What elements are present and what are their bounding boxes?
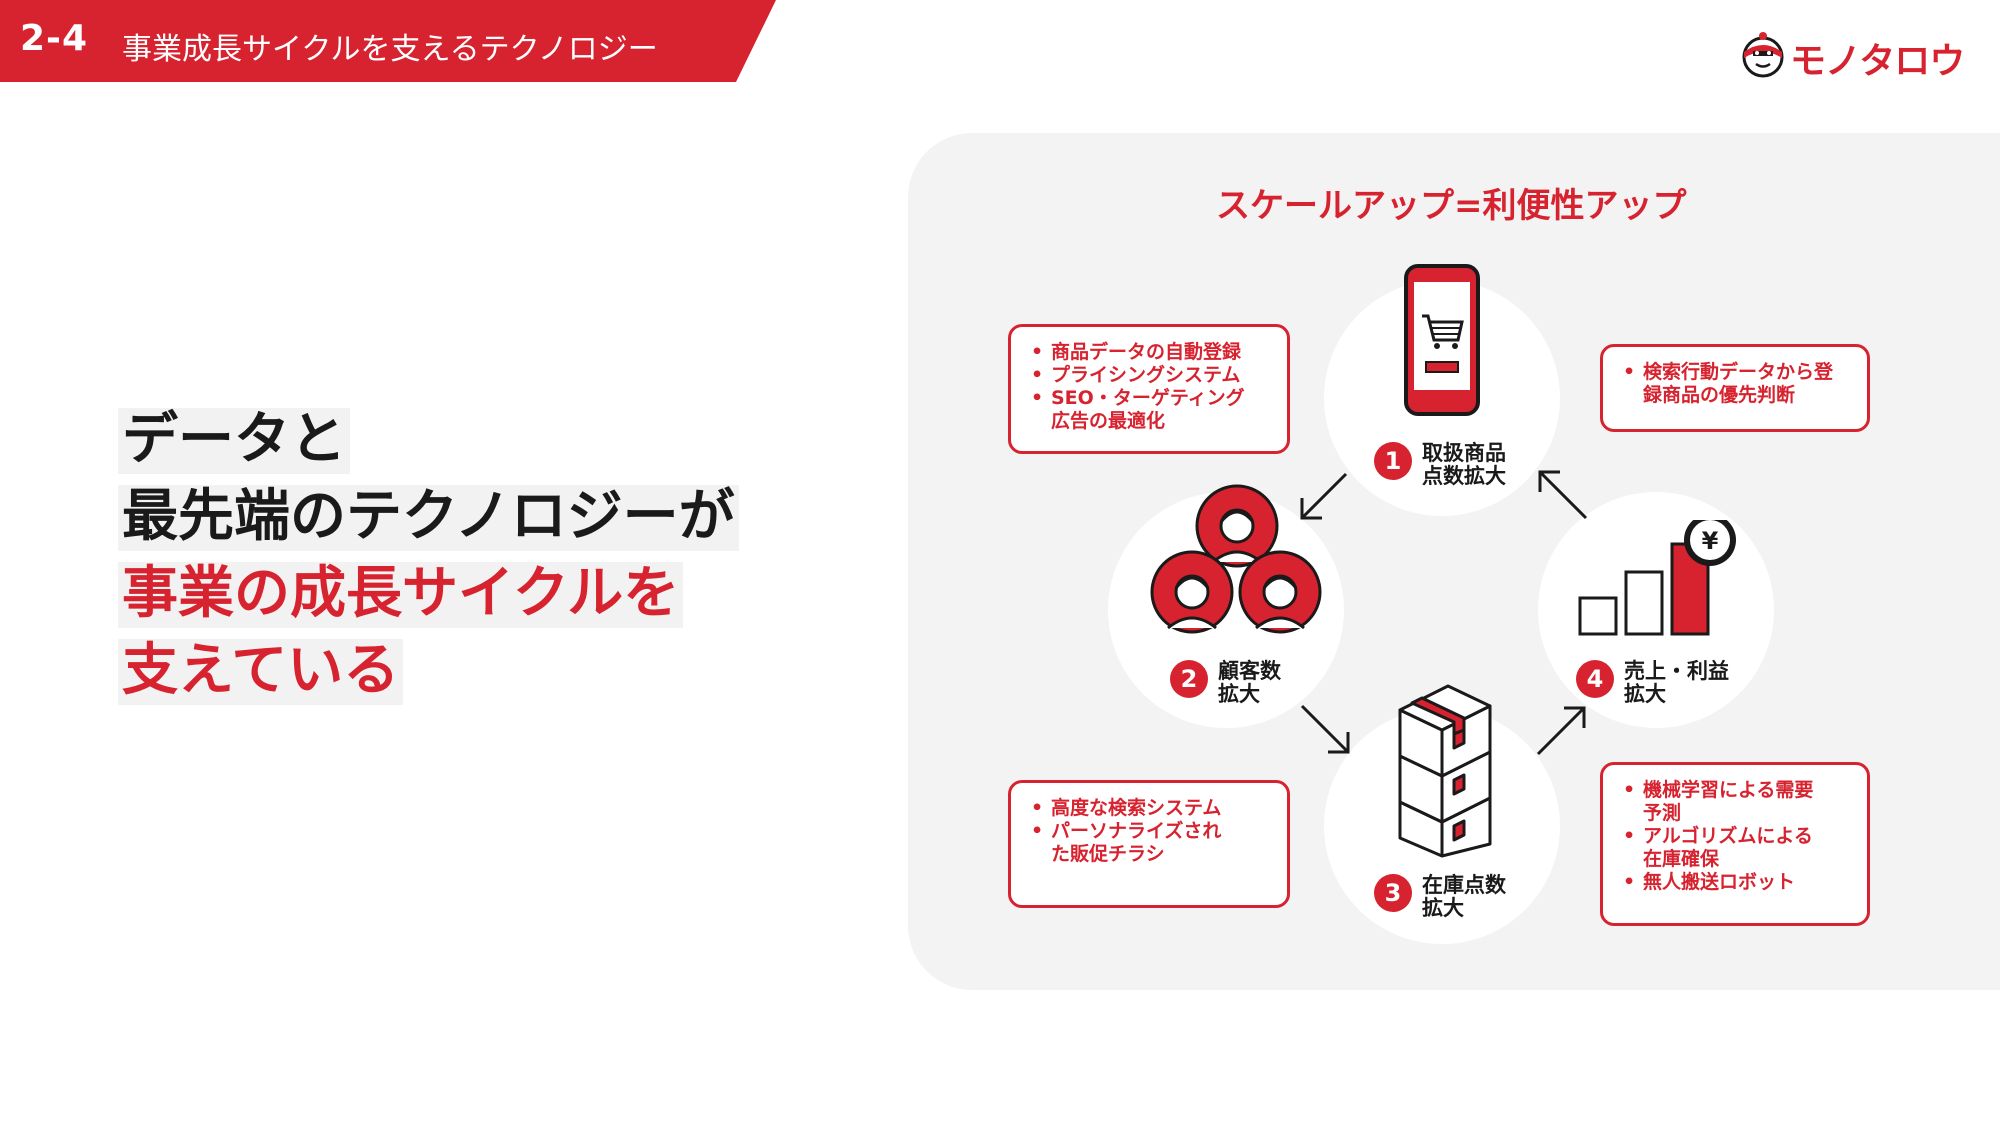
callout-box-product-tech: 商品データの自動登録 プライシングシステム SEO・ターゲティング 広告の最適化 — [1008, 324, 1290, 454]
callout-box-search-data: 検索行動データから登 録商品の優先判断 — [1600, 344, 1870, 432]
arrow-1-to-2 — [1300, 472, 1348, 520]
step-number-3: 3 — [1374, 874, 1412, 912]
callout-item: 商品データの自動登録 — [1029, 341, 1271, 364]
headline-line-3: 事業の成長サイクルを — [118, 562, 684, 628]
section-title: 事業成長サイクルを支えるテクノロジー — [122, 32, 658, 67]
callout-item: 検索行動データから登 録商品の優先判断 — [1621, 361, 1851, 407]
headline-line-2: 最先端のテクノロジーが — [118, 485, 739, 551]
callout-list: 高度な検索システム パーソナライズされ た販促チラシ — [1029, 797, 1271, 866]
step-number-1: 1 — [1374, 442, 1412, 480]
callout-list: 機械学習による需要 予測 アルゴリズムによる 在庫確保 無人搬送ロボット — [1621, 779, 1851, 894]
company-logo: モノタロウ — [1740, 28, 1965, 82]
logo-wordmark: モノタロウ — [1790, 41, 1965, 82]
callout-box-customer-tech: 高度な検索システム パーソナライズされ た販促チラシ — [1008, 780, 1290, 908]
headline-line-4: 支えている — [118, 639, 404, 705]
cycle-node-inventory: 3 在庫点数 拡大 — [1324, 684, 1560, 944]
headline: データと 最先端のテクノロジーが 事業の成長サイクルを 支えている — [118, 408, 739, 716]
node-label-customers: 顧客数 拡大 — [1218, 659, 1281, 706]
arrow-3-to-4 — [1536, 706, 1586, 756]
callout-list: 商品データの自動登録 プライシングシステム SEO・ターゲティング 広告の最適化 — [1029, 341, 1271, 433]
callout-item: 高度な検索システム — [1029, 797, 1271, 820]
cycle-node-customers: 2 顧客数 拡大 — [1108, 484, 1344, 728]
callout-list: 検索行動データから登 録商品の優先判断 — [1621, 361, 1851, 407]
step-number-2: 2 — [1170, 660, 1208, 698]
callout-item: アルゴリズムによる 在庫確保 — [1621, 825, 1851, 871]
callout-item: SEO・ターゲティング 広告の最適化 — [1029, 387, 1271, 433]
node-label-sales-profit: 売上・利益 拡大 — [1624, 659, 1729, 706]
callout-item: パーソナライズされ た販促チラシ — [1029, 820, 1271, 866]
node-label-inventory: 在庫点数 拡大 — [1422, 873, 1506, 920]
callout-box-inventory-tech: 機械学習による需要 予測 アルゴリズムによる 在庫確保 無人搬送ロボット — [1600, 762, 1870, 926]
section-number: 2-4 — [20, 18, 89, 59]
mascot-icon — [1742, 32, 1784, 78]
headline-line-1: データと — [118, 408, 350, 474]
diagram-title: スケールアップ=利便性アップ — [1216, 186, 1687, 226]
callout-item: 機械学習による需要 予測 — [1621, 779, 1851, 825]
bar-chart-yen-icon: ¥ — [1578, 520, 1736, 636]
step-number-4: 4 — [1576, 660, 1614, 698]
arrow-4-to-1 — [1538, 470, 1588, 520]
svg-text:¥: ¥ — [1702, 527, 1719, 555]
stacked-boxes-icon — [1398, 684, 1492, 858]
section-header-banner — [0, 0, 776, 82]
cycle-node-product-range: 1 取扱商品 点数拡大 — [1324, 264, 1560, 516]
customer-avatar-icon — [1195, 484, 1279, 568]
callout-item: 無人搬送ロボット — [1621, 871, 1851, 894]
customers-group-icon — [1150, 484, 1322, 634]
arrow-2-to-3 — [1300, 704, 1350, 754]
smartphone-cart-icon — [1404, 264, 1480, 416]
cycle-node-sales-profit: ¥ 4 売上・利益 拡大 — [1538, 492, 1774, 728]
node-label-product-range: 取扱商品 点数拡大 — [1422, 441, 1506, 488]
callout-item: プライシングシステム — [1029, 364, 1271, 387]
